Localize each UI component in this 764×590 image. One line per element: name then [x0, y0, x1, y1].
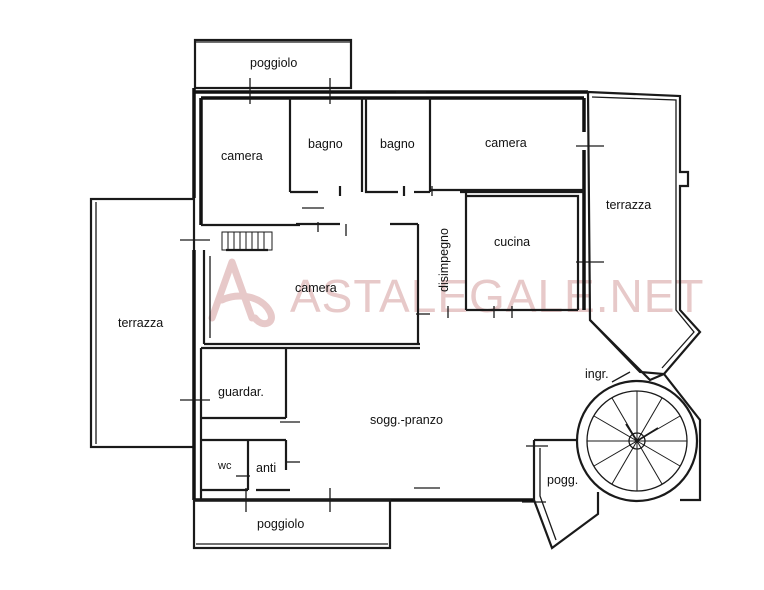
openings — [180, 78, 631, 512]
label-terrazza-west: terrazza — [118, 316, 163, 330]
label-wc: wc — [217, 460, 232, 472]
label-soggiorno-pranzo: sogg.-pranzo — [370, 413, 443, 427]
outer-walls — [192, 88, 588, 502]
label-camera-center: camera — [295, 281, 337, 295]
balcony-top — [193, 38, 353, 90]
watermark: ASTALEGALE.NET — [208, 258, 705, 328]
label-poggiolo-bottom: poggiolo — [257, 517, 304, 531]
label-ingresso: ingr. — [585, 367, 609, 381]
label-guardaroba: guardar. — [218, 385, 264, 399]
label-bagno-1: bagno — [308, 137, 343, 151]
spiral-stair-icon — [575, 319, 702, 503]
terrace-east — [586, 90, 702, 382]
label-terrazza-east: terrazza — [606, 198, 651, 212]
room-bagni — [338, 98, 432, 196]
balcony-bottom — [192, 498, 392, 550]
stair-small-icon — [221, 231, 273, 251]
room-labels: poggiolo camera bagno bagno camera terra… — [118, 56, 651, 531]
watermark-logo-icon — [208, 258, 275, 328]
label-poggiolo-top: poggiolo — [250, 56, 297, 70]
room-camera-center — [202, 222, 420, 346]
label-anti: anti — [256, 461, 276, 475]
room-cucina — [466, 194, 580, 312]
label-cucina: cucina — [494, 235, 530, 249]
label-disimpegno: disimpegno — [437, 228, 451, 292]
balcony-small — [532, 438, 600, 550]
label-poggiolo-small: pogg. — [547, 473, 578, 487]
label-bagno-2: bagno — [380, 137, 415, 151]
watermark-text: ASTALEGALE.NET — [290, 270, 705, 322]
label-camera-ne: camera — [485, 136, 527, 150]
room-camera-nw — [201, 98, 318, 227]
room-service — [199, 346, 420, 500]
label-camera-nw: camera — [221, 149, 263, 163]
room-camera-ne — [430, 188, 584, 310]
